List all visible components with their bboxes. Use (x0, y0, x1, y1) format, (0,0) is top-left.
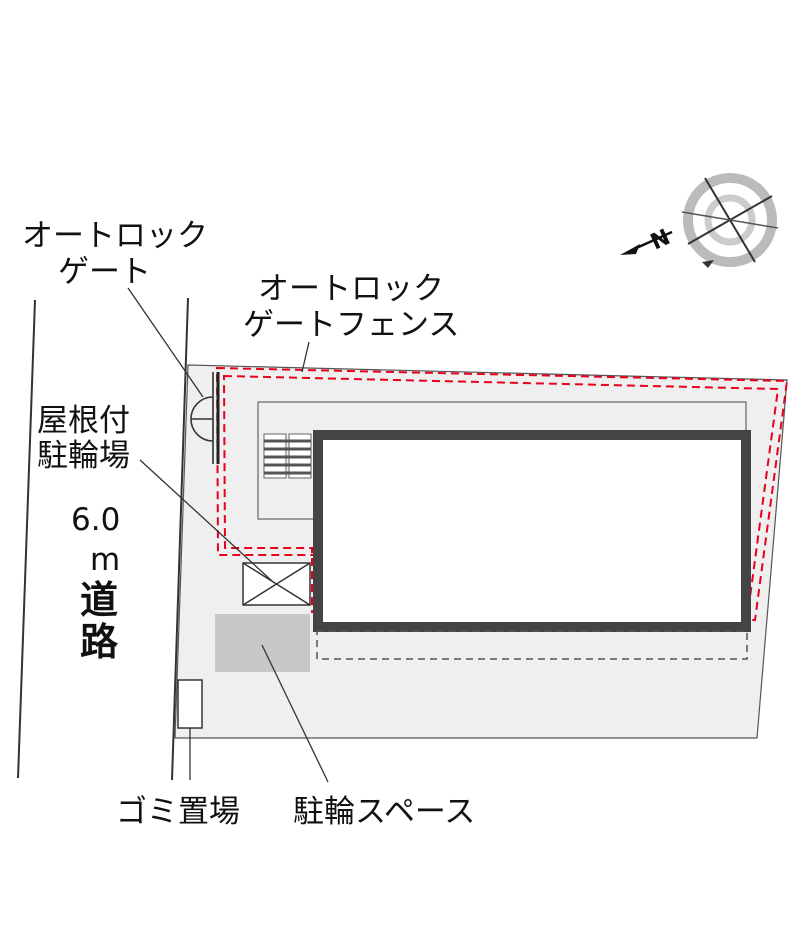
road-width-value: 6.0 (71, 502, 120, 538)
label-autolock-gate-line1: オートロック (22, 218, 208, 254)
autolock-fence-inner (222, 374, 780, 613)
bike-shelter-icon (242, 562, 311, 606)
road-edge-right (171, 297, 189, 781)
road-edge-left (17, 299, 36, 779)
bike-space-area (215, 614, 310, 672)
label-fence-line2: ゲートフェンス (243, 307, 459, 343)
compass-north-label: N (647, 225, 674, 255)
garbage-area-box (177, 679, 203, 729)
road-char-1: 道 (80, 578, 118, 622)
label-garbage-area: ゴミ置場 (116, 794, 240, 830)
compass-icon (620, 173, 779, 268)
label-fence-line1: オートロック (258, 271, 444, 307)
gate-door-icon (190, 372, 220, 464)
label-bike-space: 駐輪スペース (293, 794, 475, 830)
leader-gate (127, 287, 204, 398)
leader-shelter (139, 459, 273, 582)
label-shelter-line1: 屋根付 (37, 403, 130, 439)
road-width-unit: m (90, 542, 120, 578)
label-autolock-gate-line2: ゲート (58, 254, 151, 290)
leader-bike-space (261, 644, 329, 783)
building (313, 430, 751, 632)
label-shelter-line2: 駐輪場 (37, 438, 130, 474)
stairs-icon (263, 433, 312, 479)
road-char-2: 路 (80, 620, 119, 664)
parking-strip (316, 630, 748, 660)
leader-fence (301, 341, 310, 373)
